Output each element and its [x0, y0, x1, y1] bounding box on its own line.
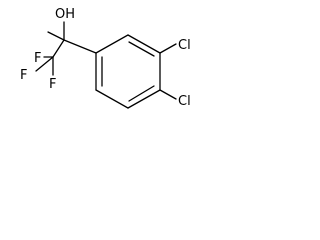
ring-bond-2	[127, 34, 161, 54]
bond-cf3	[52, 39, 65, 58]
atom-label-chlorine-para: Cl	[178, 94, 191, 109]
bond-cf-left	[35, 56, 54, 72]
bond-methyl	[47, 31, 65, 41]
ring-bond-1	[95, 34, 129, 54]
atom-label-chlorine-meta: Cl	[178, 38, 191, 53]
ring-bond-4	[127, 89, 161, 109]
ring-double-2	[128, 85, 155, 102]
bond-cl-meta	[159, 43, 177, 54]
ring-double-1	[128, 41, 155, 57]
atom-label-fluorine-bottom: F	[49, 77, 56, 92]
bonds	[35, 21, 177, 109]
bond-ring-link	[63, 39, 97, 54]
atom-labels: OH F F F Cl Cl	[20, 7, 191, 109]
ring-bond-5	[95, 89, 129, 109]
bond-cl-para	[159, 89, 177, 100]
atom-label-fluorine-left: F	[20, 68, 27, 83]
atom-label-hydroxyl: OH	[55, 7, 75, 22]
chemical-structure: OH F F F Cl Cl	[20, 7, 191, 109]
atom-label-fluorine-top: F	[34, 51, 41, 66]
